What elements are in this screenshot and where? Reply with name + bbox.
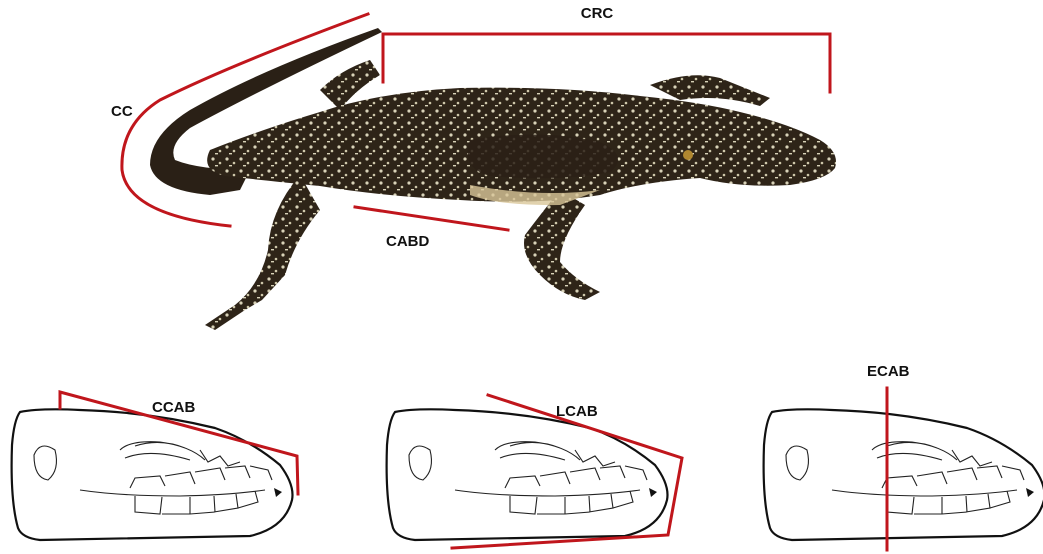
lizard-front-leg [524,190,600,300]
head-panel-ecab: ECAB [764,363,1043,550]
head-drawing-3 [764,409,1043,540]
measurement-crc: CRC [383,5,830,92]
head-panel-lcab: LCAB [387,395,682,548]
label-ccab: CCAB [152,399,195,416]
label-crc: CRC [581,5,614,22]
label-cabd: CABD [386,233,429,250]
head-drawing-1 [12,409,293,540]
lizard-eye [683,150,693,160]
measurement-cabd: CABD [355,207,508,250]
lizard-back-leg [205,175,320,330]
label-cc: CC [111,103,133,120]
label-lcab: LCAB [556,403,598,420]
head-drawing-2 [387,409,668,540]
lizard-illustration [150,28,836,330]
label-ecab: ECAB [867,363,910,380]
head-panel-ccab: CCAB [12,392,298,540]
